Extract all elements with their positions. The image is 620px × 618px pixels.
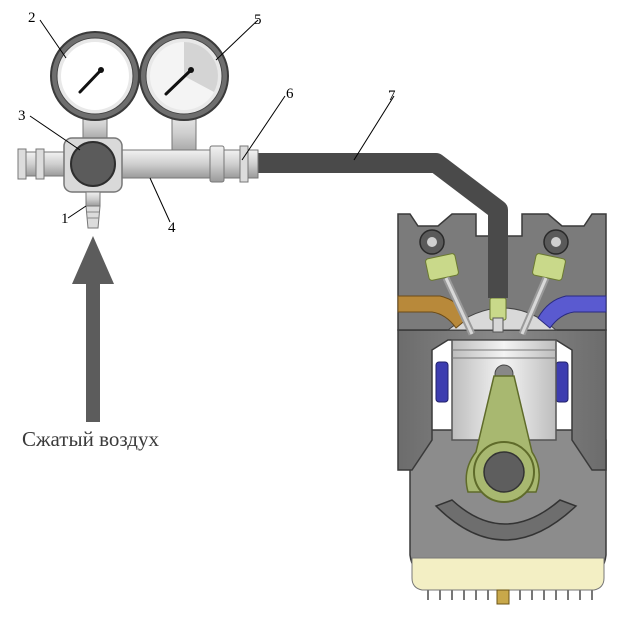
air-flow-arrow	[72, 236, 114, 422]
intake-port	[397, 295, 469, 329]
regulator	[63, 137, 123, 193]
callout-2: 2	[28, 10, 36, 26]
crank-counterweight	[434, 499, 578, 541]
callout-1: 1	[61, 211, 69, 227]
compressed-air-caption: Сжатый воздух	[22, 427, 159, 451]
supply-pressure-gauge	[50, 31, 140, 121]
cylinder-pressure-gauge	[139, 31, 229, 121]
callout-7: 7	[388, 88, 396, 104]
hose	[258, 153, 508, 298]
regulator-knob	[70, 141, 116, 187]
manifold	[17, 145, 225, 183]
oil-sump	[411, 557, 605, 591]
air-inlet-fitting	[85, 191, 101, 229]
gauge-needle	[164, 68, 193, 96]
callout-5: 5	[254, 12, 262, 28]
callout-3: 3	[18, 108, 26, 124]
gauge-needle	[78, 68, 103, 94]
callout-6: 6	[286, 86, 294, 102]
callout-4: 4	[168, 220, 176, 236]
exhaust-port	[537, 295, 607, 329]
quick-coupler	[223, 145, 259, 183]
spark-plug-adapter	[489, 297, 507, 321]
